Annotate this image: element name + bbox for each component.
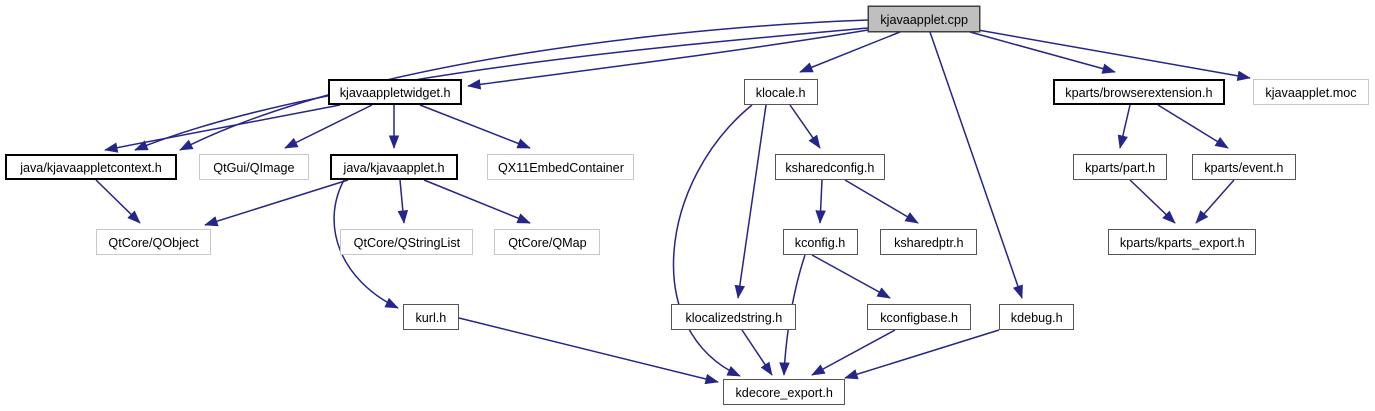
edge-kjavaapplet_cpp-to-kjavaapplet_moc <box>977 29 1251 81</box>
edge-kconfigbase_h-to-kdecore_export_h <box>811 329 896 376</box>
edge-kjavaappletwidget_h-to-qtgui_qimage <box>284 104 373 149</box>
node-label: kjavaapplet.cpp <box>880 11 968 27</box>
node-qtcore_qstringlist[interactable]: QtCore/QStringList <box>340 229 473 255</box>
node-label: QX11EmbedContainer <box>497 159 624 175</box>
edge-kjavaapplet_cpp-to-kparts_browserextension_h <box>969 31 1116 74</box>
node-label: java/kjavaappletcontext.h <box>20 159 162 175</box>
edge-kdebug_h-to-kdecore_export_h <box>844 329 1000 380</box>
node-label: kjavaapplet.moc <box>1265 84 1357 100</box>
node-kjavaapplet_cpp[interactable]: kjavaapplet.cpp <box>868 6 980 32</box>
edge-kjavaapplet_cpp-to-kjavaappletwidget_h <box>467 29 869 90</box>
node-label: kparts/part.h <box>1084 159 1156 175</box>
edge-kjavaappletcontext_h-to-qtcore_qobject <box>95 179 141 224</box>
node-klocale_h[interactable]: klocale.h <box>744 79 818 105</box>
edge-klocale_h-to-kdecore_export_h <box>672 104 753 377</box>
node-label: QtGui/QImage <box>213 159 295 175</box>
node-label: QtCore/QMap <box>507 234 587 250</box>
node-kparts_event_h[interactable]: kparts/event.h <box>1192 154 1296 180</box>
edge-kparts_browserextension_h-to-kparts_part_h <box>1117 104 1131 149</box>
edge-kparts_event_h-to-kparts_kparts_export_h <box>1195 179 1235 224</box>
node-label: kparts/browserextension.h <box>1065 84 1213 100</box>
node-kjavaappletwidget_h[interactable]: kjavaappletwidget.h <box>328 79 462 105</box>
edge-klocalizedstring_h-to-kdecore_export_h <box>741 329 773 376</box>
node-label: ksharedptr.h <box>893 234 964 250</box>
edge-kconfig_h-to-kconfigbase_h <box>811 254 891 299</box>
node-label: kconfigbase.h <box>880 309 958 325</box>
node-kjavaappletcontext_h[interactable]: java/kjavaappletcontext.h <box>5 154 177 180</box>
node-label: kurl.h <box>415 309 447 325</box>
edge-klocale_h-to-ksharedconfig_h <box>789 104 821 149</box>
node-label: java/kjavaapplet.h <box>343 159 445 175</box>
node-kjavaapplet_moc[interactable]: kjavaapplet.moc <box>1253 79 1369 105</box>
edge-kjavaapplet_h-to-qtcore_qmap <box>423 179 531 224</box>
node-label: klocale.h <box>756 84 806 100</box>
node-qx11embedcontainer[interactable]: QX11EmbedContainer <box>487 154 634 180</box>
edge-kjavaapplet_cpp-to-klocale_h <box>799 31 901 73</box>
node-klocalizedstring_h[interactable]: klocalizedstring.h <box>671 304 796 330</box>
node-label: kdebug.h <box>1010 309 1063 325</box>
node-ksharedptr_h[interactable]: ksharedptr.h <box>880 229 977 255</box>
node-ksharedconfig_h[interactable]: ksharedconfig.h <box>775 154 885 180</box>
edge-kjavaapplet_h-to-qtcore_qobject <box>204 179 349 227</box>
node-kjavaapplet_h[interactable]: java/kjavaapplet.h <box>330 154 458 180</box>
node-label: kparts/kparts_export.h <box>1119 234 1245 250</box>
edge-kparts_browserextension_h-to-kparts_event_h <box>1157 104 1229 149</box>
node-label: QtCore/QObject <box>108 234 199 250</box>
node-kdecore_export_h[interactable]: kdecore_export.h <box>723 379 845 405</box>
node-kparts_kparts_export_h[interactable]: kparts/kparts_export.h <box>1108 229 1256 255</box>
node-label: ksharedconfig.h <box>785 159 875 175</box>
edge-kjavaapplet_cpp-to-kdebug_h <box>929 31 1023 299</box>
node-qtcore_qmap[interactable]: QtCore/QMap <box>494 229 600 255</box>
node-label: klocalizedstring.h <box>685 309 782 325</box>
node-kparts_part_h[interactable]: kparts/part.h <box>1073 154 1167 180</box>
node-kparts_browserextension_h[interactable]: kparts/browserextension.h <box>1053 79 1225 105</box>
node-kconfigbase_h[interactable]: kconfigbase.h <box>867 304 971 330</box>
node-kurl_h[interactable]: kurl.h <box>403 304 459 330</box>
node-label: kdecore_export.h <box>735 384 833 400</box>
node-label: kconfig.h <box>795 234 846 250</box>
node-kconfig_h[interactable]: kconfig.h <box>783 229 858 255</box>
node-kdebug_h[interactable]: kdebug.h <box>999 304 1074 330</box>
edge-kjavaappletwidget_h-to-qx11embedcontainer <box>419 104 531 149</box>
node-label: kparts/event.h <box>1204 159 1284 175</box>
edge-kjavaapplet_h-to-qtcore_qstringlist <box>397 179 409 224</box>
node-qtgui_qimage[interactable]: QtGui/QImage <box>199 154 309 180</box>
edge-kparts_part_h-to-kparts_kparts_export_h <box>1129 179 1176 224</box>
edge-ksharedconfig_h-to-kconfig_h <box>815 179 826 224</box>
node-label: QtCore/QStringList <box>353 234 460 250</box>
edge-klocale_h-to-klocalizedstring_h <box>734 104 767 299</box>
edge-kjavaappletwidget_h-to-kjavaappletcontext_h <box>104 104 341 153</box>
edge-ksharedconfig_h-to-ksharedptr_h <box>844 179 919 224</box>
node-label: kjavaappletwidget.h <box>339 84 451 100</box>
node-qtcore_qobject[interactable]: QtCore/QObject <box>96 229 211 255</box>
